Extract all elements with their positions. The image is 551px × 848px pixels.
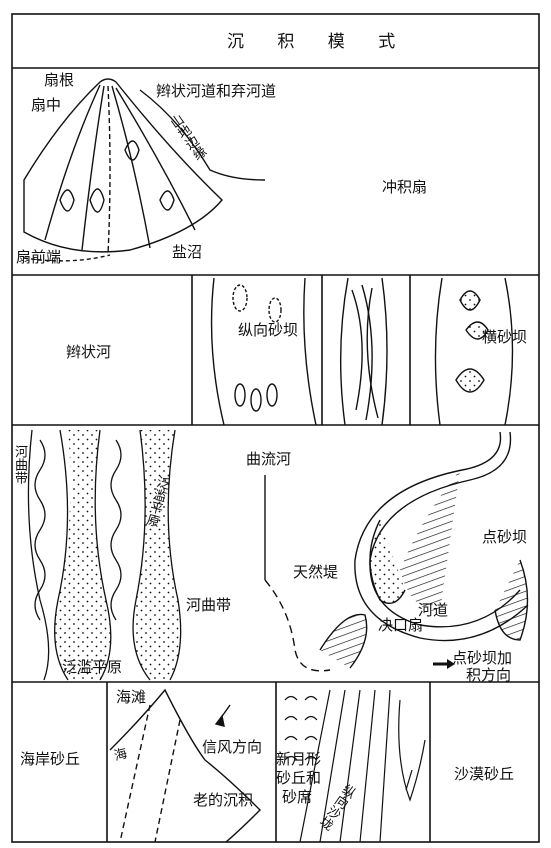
meander-belt-sketch bbox=[28, 430, 180, 680]
meandering-river-title: 曲流河 bbox=[246, 452, 291, 467]
crevasse-splay-label: 决口扇 bbox=[378, 618, 423, 633]
coastal-dunes-title: 海岸砂丘 bbox=[20, 752, 80, 767]
braided-river-title: 辫状河 bbox=[66, 345, 111, 360]
salt-marsh-label: 盐沼 bbox=[172, 245, 202, 260]
fan-front-label: 扇前端 bbox=[16, 250, 61, 265]
transverse-bar-label: 横砂坝 bbox=[482, 330, 527, 345]
accretion-direction-label-2: 积方向 bbox=[466, 668, 511, 683]
meander-belt-vertical-label: 河曲带 bbox=[13, 445, 26, 484]
braided-river-sketches bbox=[212, 278, 513, 425]
barchan-label-2: 砂丘和 bbox=[276, 771, 321, 786]
point-bar-label: 点砂坝 bbox=[482, 530, 527, 545]
table-grid bbox=[12, 14, 539, 842]
meander-bend-sketch bbox=[265, 432, 528, 671]
mid-fan-label: 扇中 bbox=[31, 98, 61, 113]
floodplain-label: 泛滥平原 bbox=[62, 660, 122, 675]
longitudinal-bar-label: 纵向砂坝 bbox=[238, 323, 298, 338]
trade-wind-label: 信风方向 bbox=[202, 740, 262, 755]
alluvial-fan-title: 冲积扇 bbox=[382, 180, 427, 195]
accretion-direction-label-1: 点砂坝加 bbox=[452, 651, 512, 666]
coastal-dunes-sketch bbox=[110, 690, 260, 842]
desert-dunes-title: 沙漠砂丘 bbox=[454, 767, 514, 782]
fan-root-label: 扇根 bbox=[44, 73, 74, 88]
beach-label: 海滩 bbox=[116, 690, 146, 705]
channels-label: 辫状河道和弃河道 bbox=[156, 84, 276, 99]
page-title: 沉 积 模 式 bbox=[227, 34, 409, 51]
barchan-label-3: 砂席 bbox=[282, 790, 312, 805]
old-deposits-label: 老的沉积 bbox=[193, 793, 253, 808]
barchan-label-1: 新月形 bbox=[276, 752, 321, 767]
levee-label: 天然堤 bbox=[293, 565, 338, 580]
meander-belt-label: 河曲带 bbox=[186, 598, 231, 613]
